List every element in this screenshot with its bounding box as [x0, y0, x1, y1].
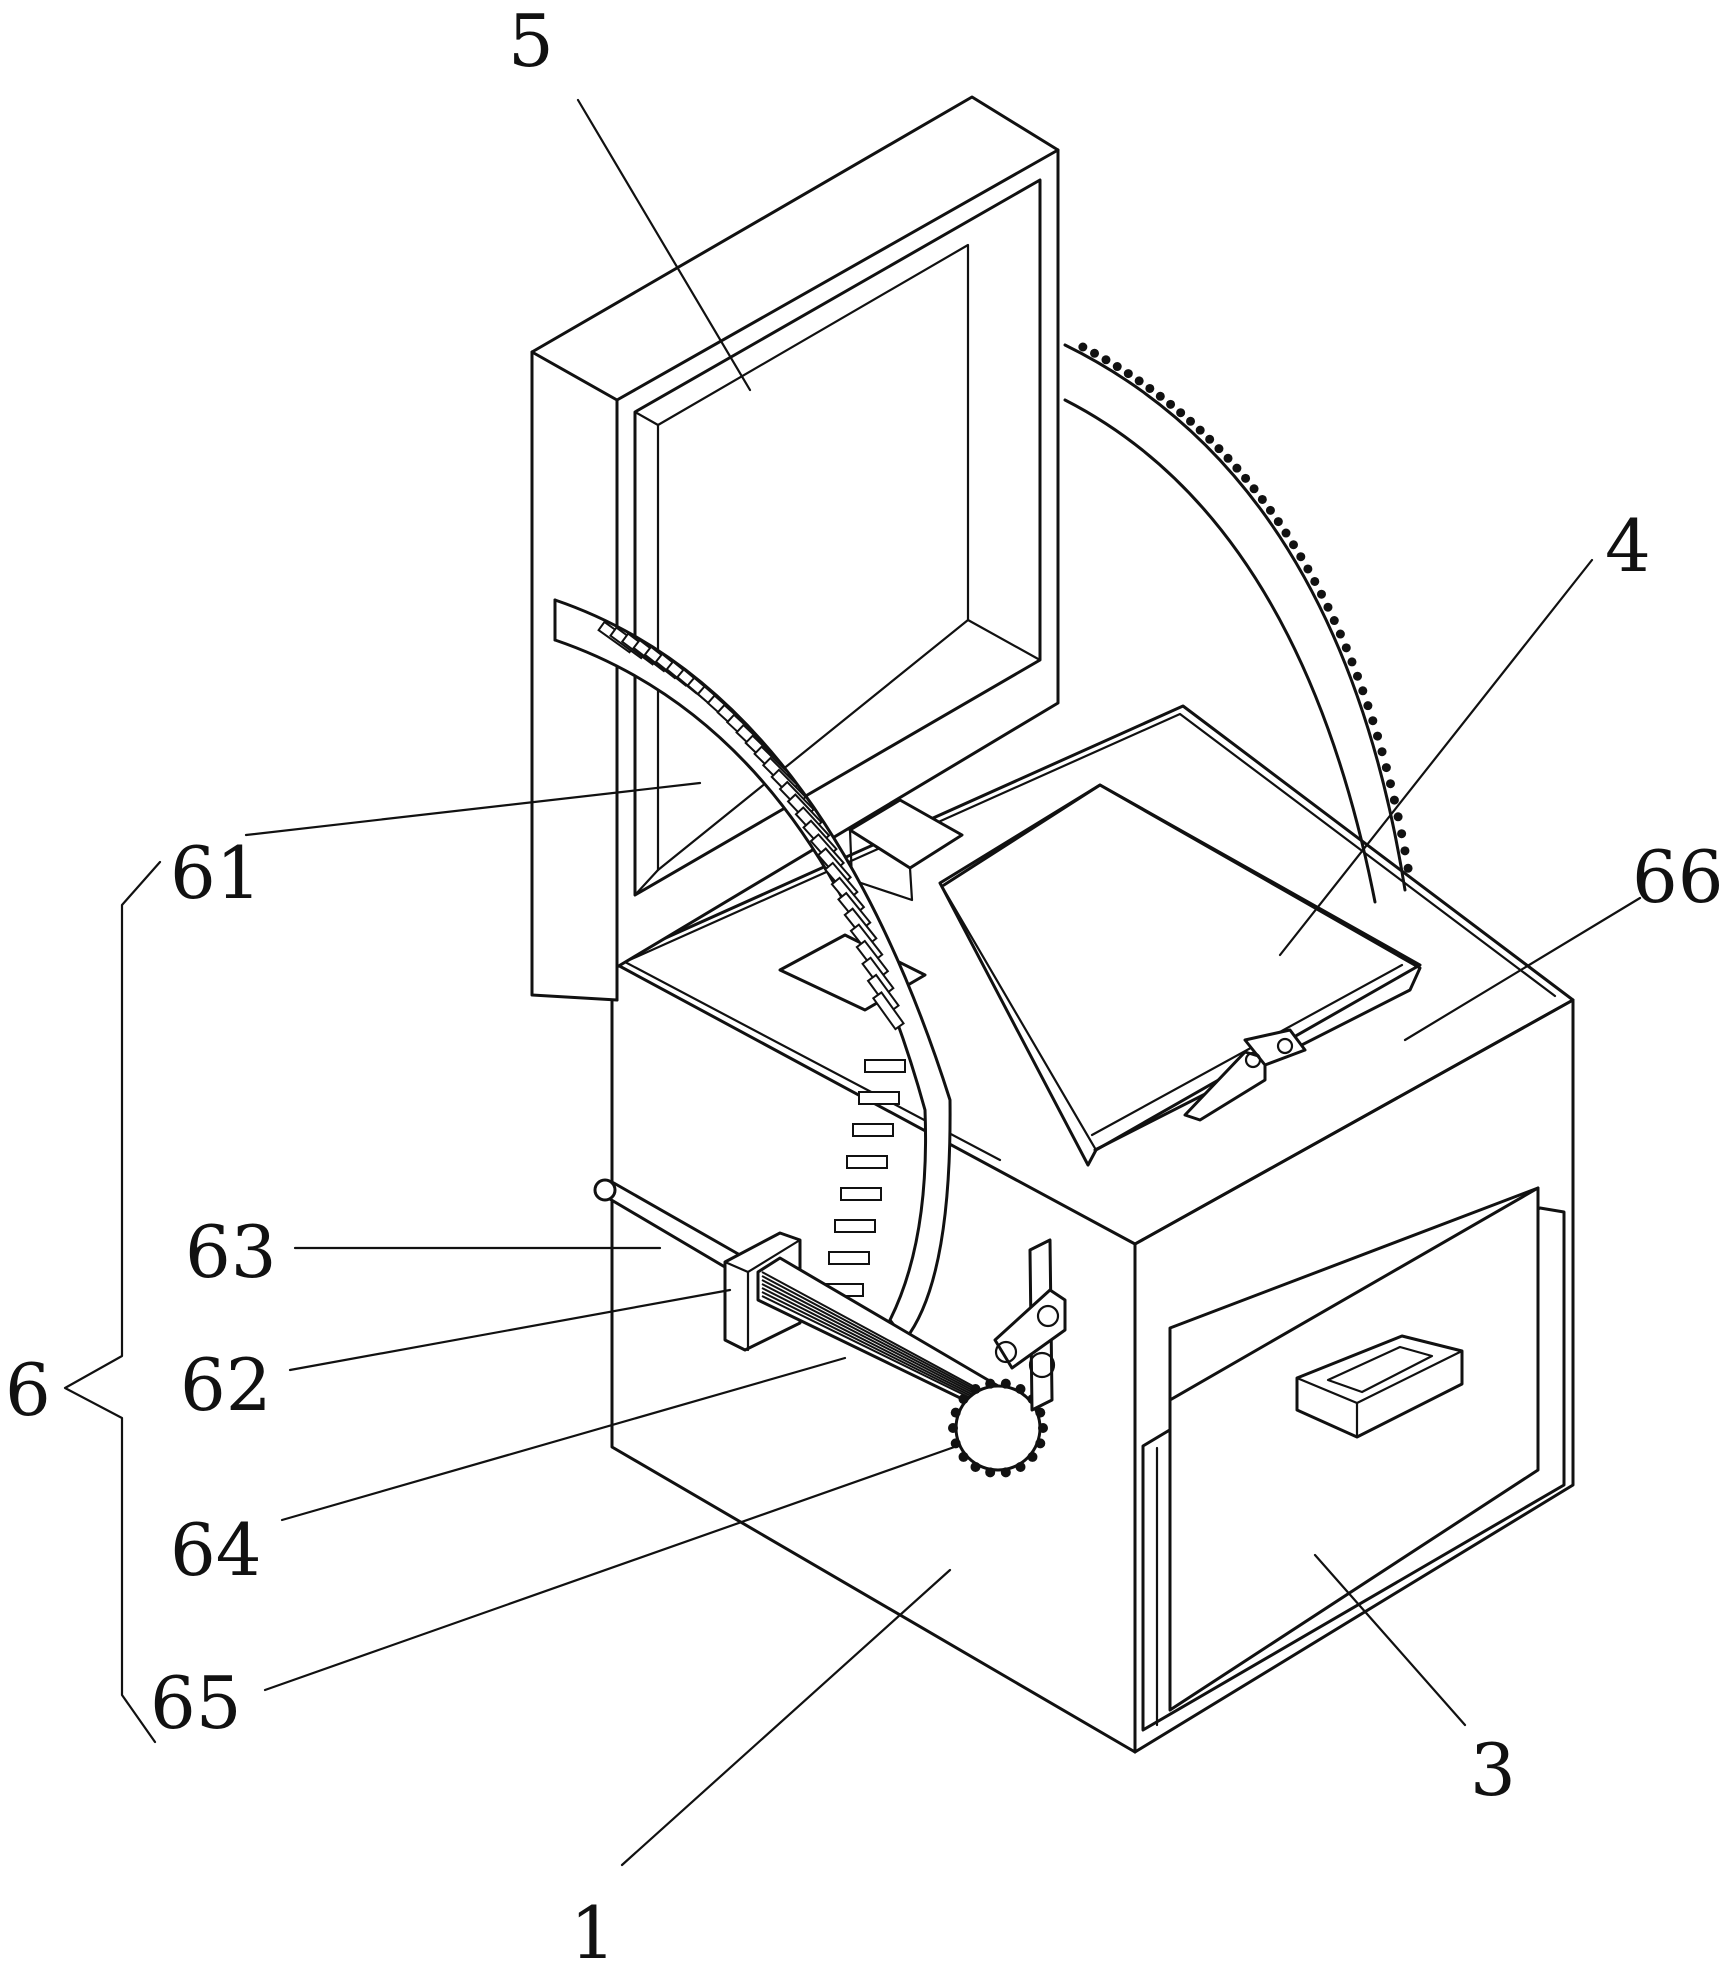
label-66: 66 — [1632, 835, 1724, 919]
arc-tooth — [1378, 747, 1387, 756]
rack-tooth — [859, 1092, 899, 1104]
arc-tooth — [1342, 643, 1351, 652]
arc-tooth — [1303, 564, 1312, 573]
drawer — [1143, 1188, 1564, 1730]
arc-tooth — [1317, 590, 1326, 599]
label-3: 3 — [1470, 1728, 1516, 1812]
pinion-tooth — [948, 1423, 958, 1433]
arc-tooth — [1400, 846, 1409, 855]
pinion-tooth — [1016, 1462, 1026, 1472]
arc-tooth — [1224, 454, 1233, 463]
pinion-tooth — [1035, 1438, 1045, 1448]
rack-tooth — [835, 1220, 875, 1232]
arc-tooth — [1135, 376, 1144, 385]
roller-groove — [762, 1292, 995, 1408]
arc-tooth — [1145, 384, 1154, 393]
rack-tooth — [853, 1124, 893, 1136]
label-4: 4 — [1605, 504, 1651, 588]
arc-tooth — [1289, 540, 1298, 549]
arc-tooth — [1368, 716, 1377, 725]
arc-tooth — [1156, 392, 1165, 401]
arc-tooth — [1404, 864, 1413, 873]
arc-tooth — [1397, 829, 1406, 838]
arc-tooth — [1266, 506, 1275, 515]
arc-tooth — [1258, 495, 1267, 504]
roller-groove — [762, 1276, 995, 1400]
arc-tooth — [1363, 701, 1372, 710]
arc-tooth — [1310, 577, 1319, 586]
arc-tooth — [1232, 464, 1241, 473]
rack-tooth — [847, 1156, 887, 1168]
arc-tooth — [1241, 474, 1250, 483]
arc-tooth — [1336, 630, 1345, 639]
pinion-tooth — [1001, 1467, 1011, 1477]
pinion-tooth — [971, 1384, 981, 1394]
arc-tooth — [1205, 435, 1214, 444]
roller-groove — [762, 1280, 995, 1402]
arc-tooth — [1176, 408, 1185, 417]
label-6: 6 — [5, 1348, 51, 1432]
rack-tooth — [841, 1188, 881, 1200]
rack-tooth — [829, 1252, 869, 1264]
label-61: 61 — [170, 831, 262, 915]
pinion-tooth — [971, 1462, 981, 1472]
pinion-tooth — [985, 1467, 995, 1477]
arc-tooth — [1250, 484, 1259, 493]
pinion-tooth — [951, 1408, 961, 1418]
arc-tooth — [1390, 796, 1399, 805]
arc-tooth — [1353, 672, 1362, 681]
arc-tooth — [1296, 552, 1305, 561]
arc-tooth — [1323, 603, 1332, 612]
label-65: 65 — [150, 1661, 242, 1745]
group-bracket-6 — [65, 862, 160, 1742]
arc-tooth — [1347, 657, 1356, 666]
pinion-tooth — [1016, 1384, 1026, 1394]
arc-tooth — [1101, 355, 1110, 364]
arc-tooth — [1382, 763, 1391, 772]
arc-tooth — [1196, 426, 1205, 435]
label-63: 63 — [185, 1210, 277, 1294]
arc-tooth — [1394, 812, 1403, 821]
pinion-body — [956, 1386, 1040, 1470]
arc-tooth — [1078, 342, 1087, 351]
arc-tooth — [1113, 362, 1122, 371]
pinion-tooth — [1027, 1452, 1037, 1462]
pinion-tooth — [985, 1379, 995, 1389]
arc-tooth — [1358, 686, 1367, 695]
drive-assembly — [595, 1180, 1065, 1477]
roller-groove — [762, 1272, 995, 1398]
roller-groove — [762, 1288, 995, 1406]
pinion-tooth — [1038, 1423, 1048, 1433]
arc-tooth — [1166, 400, 1175, 409]
arc-tooth — [1124, 369, 1133, 378]
label-1: 1 — [570, 1891, 616, 1975]
tray — [940, 785, 1420, 1165]
roller-groove — [762, 1296, 995, 1410]
pinion-tooth — [959, 1452, 969, 1462]
arc-tooth — [1274, 517, 1283, 526]
arc-tooth — [1214, 444, 1223, 453]
label-64: 64 — [170, 1508, 262, 1592]
pinion-tooth — [1001, 1379, 1011, 1389]
label-62: 62 — [180, 1343, 272, 1427]
arc-tooth — [1282, 529, 1291, 538]
arc-tooth — [1386, 779, 1395, 788]
arc-tooth — [1330, 616, 1339, 625]
arc-tooth — [1373, 732, 1382, 741]
arc-tooth — [1090, 349, 1099, 358]
arc-tooth — [1186, 417, 1195, 426]
label-5: 5 — [508, 0, 554, 83]
roller-groove — [762, 1284, 995, 1404]
rack-tooth — [865, 1060, 905, 1072]
pinion-tooth — [959, 1394, 969, 1404]
